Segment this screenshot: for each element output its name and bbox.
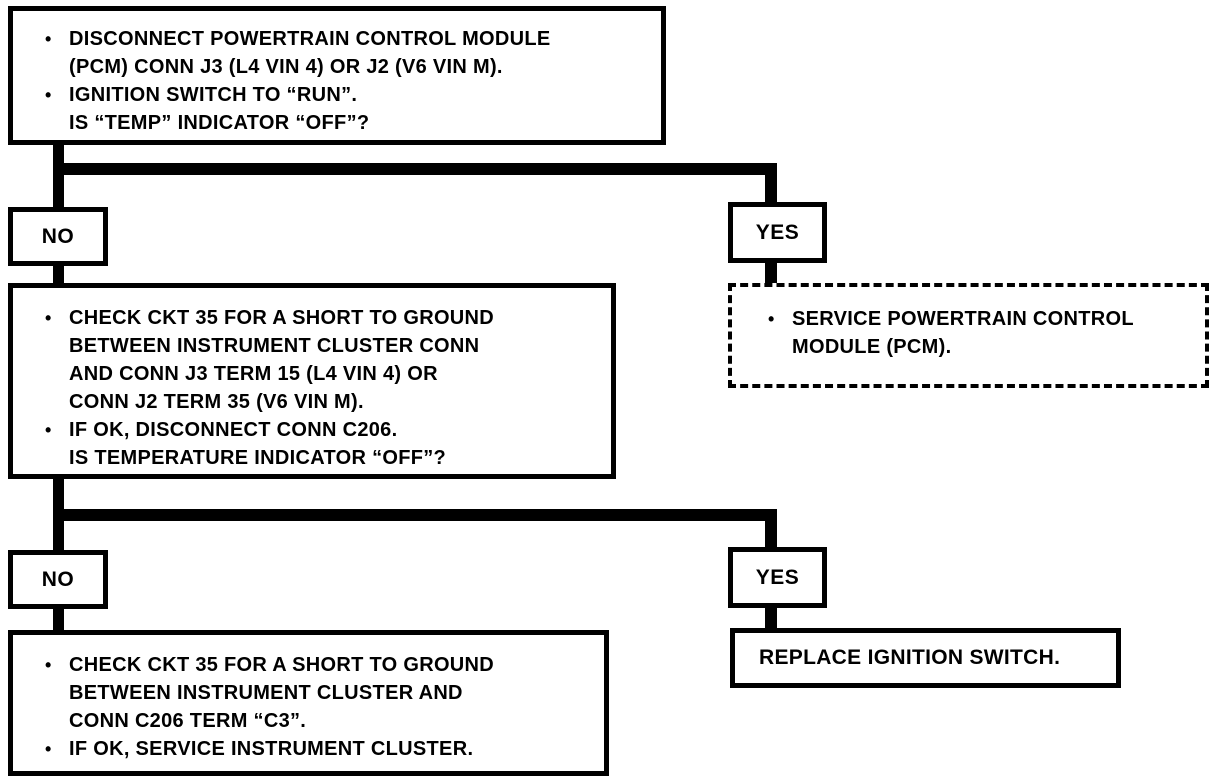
step1-line-1: DISCONNECT POWERTRAIN CONTROL MODULE [69, 28, 551, 50]
yes-label-2: YES [755, 565, 800, 589]
replace-ignition-switch-box: REPLACE IGNITION SWITCH. [730, 628, 1121, 688]
no-decision-2: NO [8, 550, 108, 609]
step1-line-3: IGNITION SWITCH TO “RUN”. [69, 84, 358, 106]
step2-line-4: CONN J2 TERM 35 (V6 VIN M). [69, 391, 364, 413]
bullet-icon: • [45, 308, 52, 328]
service-pcm-line-1: SERVICE POWERTRAIN CONTROL [792, 308, 1134, 330]
connector-step1-to-no1 [53, 143, 64, 209]
text-line: • CHECK CKT 35 FOR A SHORT TO GROUND [43, 304, 601, 332]
connector-branch2-horizontal [53, 509, 777, 521]
text-line: IS TEMPERATURE INDICATOR “OFF”? [43, 444, 601, 472]
step2-box: • CHECK CKT 35 FOR A SHORT TO GROUND BET… [8, 283, 616, 479]
yes-decision-1: YES [728, 202, 827, 263]
text-line: • IGNITION SWITCH TO “RUN”. [43, 81, 651, 109]
text-line: • CHECK CKT 35 FOR A SHORT TO GROUND [43, 651, 594, 679]
replace-ignition-switch-label: REPLACE IGNITION SWITCH. [759, 646, 1061, 669]
step3-line-4: IF OK, SERVICE INSTRUMENT CLUSTER. [69, 738, 474, 760]
text-line: BETWEEN INSTRUMENT CLUSTER AND [43, 679, 594, 707]
text-line: • IF OK, SERVICE INSTRUMENT CLUSTER. [43, 735, 594, 763]
bullet-icon: • [768, 309, 775, 329]
step2-line-3: AND CONN J3 TERM 15 (L4 VIN 4) OR [69, 363, 438, 385]
text-line: • SERVICE POWERTRAIN CONTROL [766, 305, 1195, 333]
step2-line-1: CHECK CKT 35 FOR A SHORT TO GROUND [69, 307, 495, 329]
step2-line-2: BETWEEN INSTRUMENT CLUSTER CONN [69, 335, 480, 357]
bullet-icon: • [45, 739, 52, 759]
step3-line-1: CHECK CKT 35 FOR A SHORT TO GROUND [69, 654, 495, 676]
text-line: • DISCONNECT POWERTRAIN CONTROL MODULE [43, 25, 651, 53]
text-line: BETWEEN INSTRUMENT CLUSTER CONN [43, 332, 601, 360]
connector-yes2-to-replace [765, 606, 777, 631]
connector-branch1-horizontal [53, 163, 777, 175]
text-line: CONN J2 TERM 35 (V6 VIN M). [43, 388, 601, 416]
bullet-icon: • [45, 420, 52, 440]
step3-box: • CHECK CKT 35 FOR A SHORT TO GROUND BET… [8, 630, 609, 776]
bullet-icon: • [45, 29, 52, 49]
bullet-icon: • [45, 655, 52, 675]
step2-line-5: IF OK, DISCONNECT CONN C206. [69, 419, 398, 441]
yes-decision-2: YES [728, 547, 827, 608]
text-line: • IF OK, DISCONNECT CONN C206. [43, 416, 601, 444]
connector-branch2-to-yes2 [765, 509, 777, 549]
text-line: AND CONN J3 TERM 15 (L4 VIN 4) OR [43, 360, 601, 388]
text-line: IS “TEMP” INDICATOR “OFF”? [43, 109, 651, 137]
connector-branch1-to-yes1 [765, 163, 777, 205]
text-line: CONN C206 TERM “C3”. [43, 707, 594, 735]
service-pcm-line-2: MODULE (PCM). [792, 336, 952, 358]
no-label-1: NO [41, 224, 75, 248]
text-line: (PCM) CONN J3 (L4 VIN 4) OR J2 (V6 VIN M… [43, 53, 651, 81]
step1-box: • DISCONNECT POWERTRAIN CONTROL MODULE (… [8, 6, 666, 145]
step1-line-2: (PCM) CONN J3 (L4 VIN 4) OR J2 (V6 VIN M… [69, 56, 503, 78]
text-line: MODULE (PCM). [766, 333, 1195, 361]
yes-label-1: YES [755, 220, 800, 244]
bullet-icon: • [45, 85, 52, 105]
connector-yes1-to-service [765, 261, 777, 286]
connector-no1-to-step2 [53, 264, 64, 286]
service-pcm-box: • SERVICE POWERTRAIN CONTROL MODULE (PCM… [728, 283, 1209, 388]
step2-line-6: IS TEMPERATURE INDICATOR “OFF”? [69, 447, 447, 469]
no-label-2: NO [41, 567, 75, 591]
step3-line-2: BETWEEN INSTRUMENT CLUSTER AND [69, 682, 463, 704]
step1-line-4: IS “TEMP” INDICATOR “OFF”? [69, 112, 370, 134]
connector-no2-to-step3 [53, 607, 64, 633]
no-decision-1: NO [8, 207, 108, 266]
step3-line-3: CONN C206 TERM “C3”. [69, 710, 307, 732]
